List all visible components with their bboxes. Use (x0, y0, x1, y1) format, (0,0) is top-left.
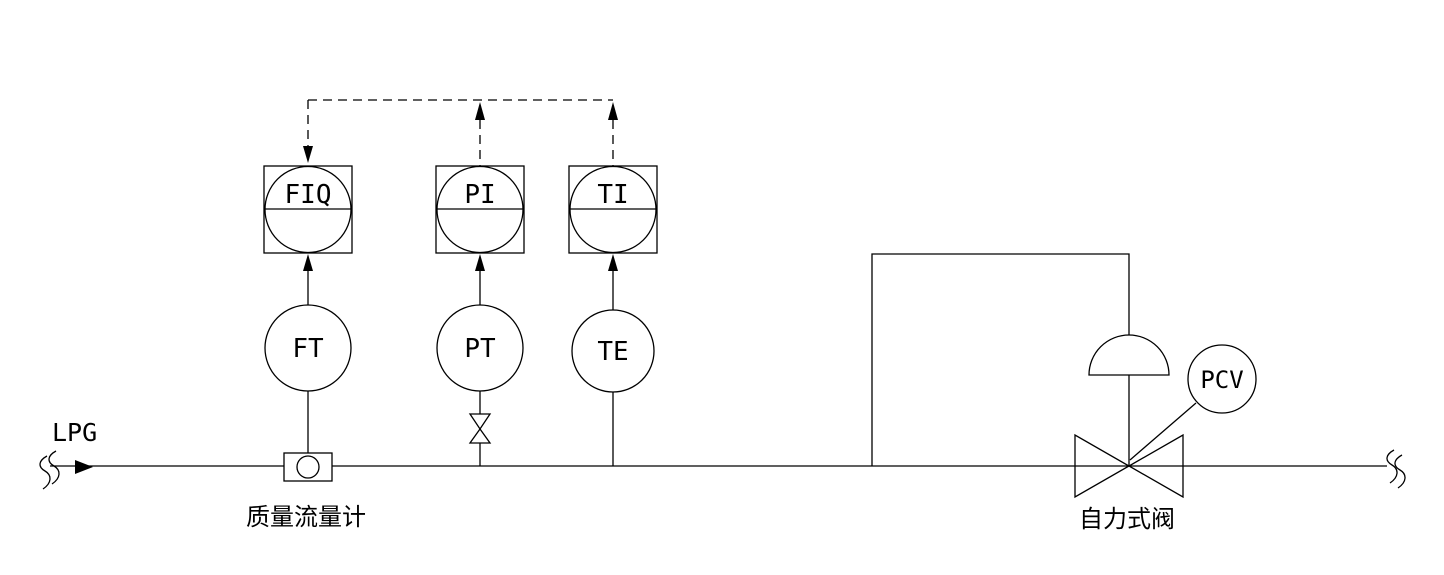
flow-direction-arrow-icon (75, 460, 93, 474)
signal-arrow-into-fiq-icon (303, 146, 313, 163)
valve-body-icon (1074, 433, 1184, 499)
flow-meter-label: 质量流量计 (246, 503, 366, 531)
ft-tag: FT (292, 334, 324, 364)
control-valve-label: 自力式阀 (1079, 505, 1175, 533)
pt-tag: PT (464, 334, 496, 364)
instrument-ft: FT (264, 254, 352, 453)
te-tag: TE (597, 337, 628, 367)
control-valve: PCV 自力式阀 (1074, 334, 1257, 533)
signal-arrow-from-pi-icon (475, 102, 485, 120)
instrument-fiq: FIQ (263, 165, 353, 254)
flow-meter-circle-icon (296, 455, 320, 479)
te-to-ti-arrow-icon (608, 254, 618, 271)
ft-to-fiq-arrow-icon (303, 254, 313, 271)
pt-to-pi-arrow-icon (475, 254, 485, 271)
flow-meter-body-icon (283, 452, 333, 482)
fiq-tag: FIQ (285, 180, 332, 210)
pipe-break-left-icon (39, 450, 60, 490)
pcv-tag: PCV (1200, 366, 1243, 394)
sensing-loop-line (871, 253, 1130, 466)
fluid-label: LPG (52, 418, 97, 447)
pt-root-valve-icon (468, 413, 492, 444)
valve-actuator-dome-icon (1088, 334, 1170, 376)
instrument-ti: TI (568, 165, 658, 254)
ti-tag: TI (597, 180, 628, 210)
signal-arrow-from-ti-icon (608, 102, 618, 120)
instrument-pi: PI (435, 165, 525, 254)
instrument-te: TE (571, 254, 655, 466)
pcv-circle (1187, 344, 1257, 414)
instrument-pt: PT (436, 254, 524, 466)
mass-flow-meter: 质量流量计 (246, 452, 366, 531)
main-pipe: LPG (39, 418, 1406, 490)
pi-tag: PI (464, 180, 495, 210)
pipe-break-right-icon (1386, 449, 1406, 489)
pcv-leader-line (1129, 402, 1197, 461)
signal-lines (303, 99, 618, 166)
